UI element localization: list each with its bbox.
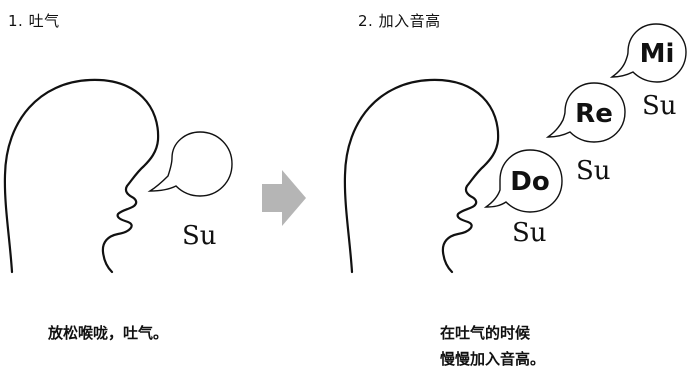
syllable-su-re: Su [576,156,611,186]
syllable-su-mi: Su [642,91,677,121]
speech-bubble-icon [609,23,687,83]
note-re: Re [575,99,613,129]
step1-caption: 放松喉咙，吐气。 [48,324,169,342]
right-arrow-icon [262,170,306,226]
note-mi: Mi [640,39,675,69]
syllable-su-1: Su [182,221,217,251]
head-profile-icon [3,78,160,274]
speech-bubble-icon [483,149,563,213]
step2-title: 2. 加入音高 [358,12,441,30]
step2-caption-line2: 慢慢加入音高。 [440,350,546,368]
speech-bubble-icon [545,82,626,143]
step1-title: 1. 吐气 [8,12,60,30]
step2-caption-line1: 在吐气的时候 [440,324,531,342]
syllable-su-do: Su [512,218,547,248]
step2-caption: 在吐气的时候 慢慢加入音高。 [440,320,545,369]
note-do: Do [510,167,549,197]
head-profile-icon [343,78,500,274]
speech-bubble-icon [147,131,233,197]
